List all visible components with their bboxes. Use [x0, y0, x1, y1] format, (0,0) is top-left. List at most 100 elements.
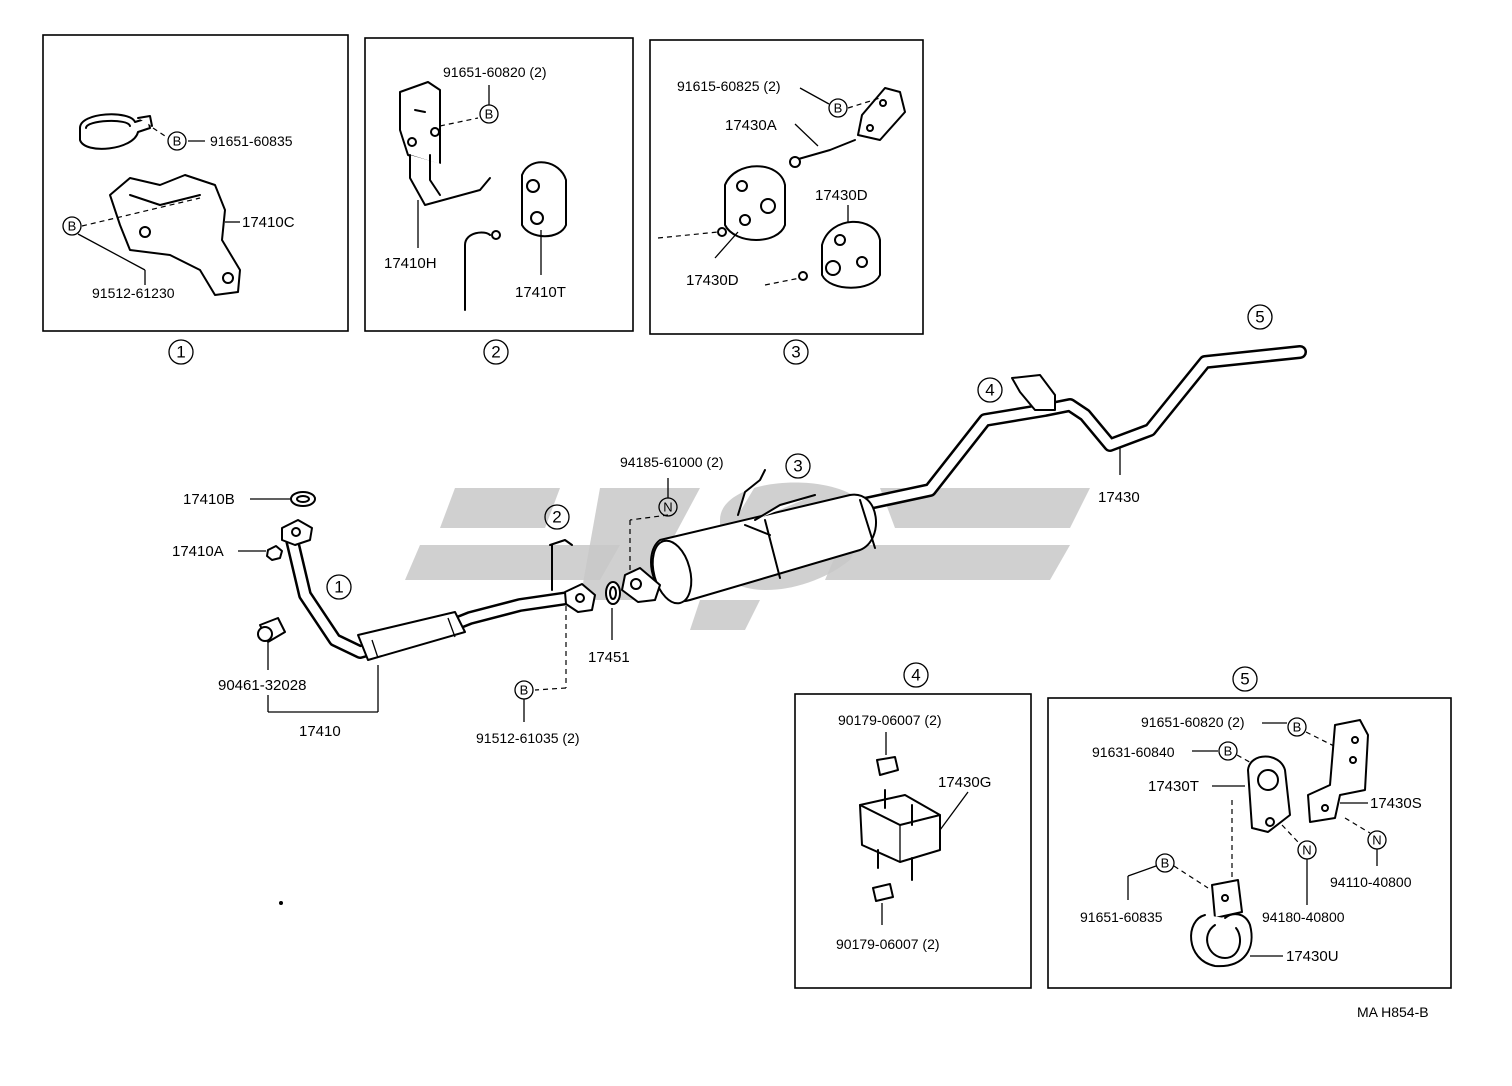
label-17410A: 17410A — [172, 543, 224, 560]
hanger-bracket-box2 — [399, 81, 491, 206]
label-17430U: 17430U — [1286, 948, 1339, 965]
label-91631-60840: 91631-60840 — [1092, 744, 1175, 760]
nut-marker-n-box5-left: N — [1297, 840, 1317, 860]
label-17430G: 17430G — [938, 774, 991, 791]
svg-text:B: B — [68, 219, 77, 234]
label-17430D-left: 17430D — [686, 272, 739, 289]
detail-box-3 — [649, 39, 924, 335]
svg-text:3: 3 — [791, 343, 800, 362]
svg-text:B: B — [1161, 856, 1170, 871]
gasket-17410B — [290, 491, 316, 507]
label-17430S: 17430S — [1370, 795, 1422, 812]
nut-90179-06007-top — [876, 756, 899, 776]
detail-marker-main-4: 4 — [977, 377, 1003, 403]
svg-text:N: N — [1372, 833, 1381, 848]
hanger-bracket-main-4 — [1011, 374, 1056, 411]
svg-text:2: 2 — [491, 343, 500, 362]
label-91651-60820-box5: 91651-60820 (2) — [1141, 714, 1245, 730]
label-17410H: 17410H — [384, 255, 437, 272]
hanger-17430A — [789, 87, 906, 168]
label-91512-61230: 91512-61230 — [92, 285, 175, 301]
rubber-ring-17430D-right — [821, 220, 881, 289]
clamp-part-box1 — [79, 113, 153, 150]
label-17430A: 17430A — [725, 117, 777, 134]
svg-text:1: 1 — [334, 578, 343, 597]
stray-dot — [279, 901, 283, 905]
svg-text:3: 3 — [793, 457, 802, 476]
detail-marker-main-2: 2 — [544, 504, 570, 530]
svg-text:B: B — [485, 107, 494, 122]
rubber-ring-17430D-left — [724, 165, 786, 241]
gasket-17451 — [605, 581, 621, 605]
mount-17430G — [859, 789, 941, 881]
tail-pipe-17430 — [853, 345, 1307, 512]
label-90179-06007-top: 90179-06007 (2) — [838, 712, 942, 728]
detail-box-1 — [42, 34, 349, 332]
svg-text:1: 1 — [176, 343, 185, 362]
svg-text:B: B — [1293, 720, 1302, 735]
detail-box-5 — [1047, 697, 1452, 989]
figure-code: MA H854-B — [1357, 1004, 1429, 1020]
label-94110-40800: 94110-40800 — [1330, 874, 1412, 890]
svg-text:5: 5 — [1240, 670, 1249, 689]
svg-text:B: B — [834, 101, 843, 116]
detail-marker-5: 5 — [1232, 666, 1258, 692]
svg-text:B: B — [1224, 744, 1233, 759]
bracket-17410C — [109, 174, 241, 296]
bolt-marker-b-box1-top: B — [167, 131, 187, 151]
rear-pipe-flange — [564, 583, 596, 613]
bolt-marker-b-box3: B — [828, 98, 848, 118]
svg-text:N: N — [1302, 843, 1311, 858]
svg-text:B: B — [173, 134, 182, 149]
label-91651-60835-box1: 91651-60835 — [210, 133, 293, 149]
bracket-main-2 — [549, 539, 573, 591]
bracket-17430S — [1307, 719, 1369, 823]
label-91651-60835-box5: 91651-60835 — [1080, 909, 1163, 925]
detail-marker-main-5: 5 — [1247, 304, 1273, 330]
label-17430T: 17430T — [1148, 778, 1199, 795]
label-17410C: 17410C — [242, 214, 295, 231]
detail-box-4 — [794, 693, 1032, 989]
label-94185-61000: 94185-61000 (2) — [620, 454, 724, 470]
svg-text:2: 2 — [552, 508, 561, 527]
detail-marker-main-1: 1 — [326, 574, 352, 600]
bolt-marker-b-box5-bottom: B — [1155, 853, 1175, 873]
label-17410B: 17410B — [183, 491, 235, 508]
detail-marker-2: 2 — [483, 339, 509, 365]
front-pipe-17410 — [285, 533, 582, 661]
muffler-hanger — [737, 469, 816, 536]
muffler — [650, 493, 877, 605]
detail-box-2 — [364, 37, 634, 332]
detail-marker-3: 3 — [783, 339, 809, 365]
label-91651-60820-box2: 91651-60820 (2) — [443, 64, 547, 80]
bolt-marker-b-main: B — [514, 680, 534, 700]
clamp-17430U — [1190, 879, 1253, 968]
muffler-inlet-flange — [621, 567, 661, 603]
rubber-mount-17410T — [521, 161, 567, 238]
label-17451: 17451 — [588, 649, 630, 666]
bolt-marker-b-box5-top: B — [1287, 717, 1307, 737]
bolt-marker-b-box1-left: B — [62, 216, 82, 236]
svg-text:5: 5 — [1255, 308, 1264, 327]
nut-marker-n-box5-right: N — [1367, 830, 1387, 850]
label-90461-32028: 90461-32028 — [218, 677, 306, 694]
bushing-90461-32028 — [257, 617, 286, 643]
label-17430: 17430 — [1098, 489, 1140, 506]
detail-marker-1: 1 — [168, 339, 194, 365]
label-17430D-right: 17430D — [815, 187, 868, 204]
svg-text:4: 4 — [985, 381, 994, 400]
label-17410T: 17410T — [515, 284, 566, 301]
label-94180-40800: 94180-40800 — [1262, 909, 1345, 925]
bolt-marker-b-box5-mid: B — [1218, 741, 1238, 761]
label-91615-60825: 91615-60825 (2) — [677, 78, 781, 94]
svg-text:N: N — [663, 500, 672, 515]
svg-text:4: 4 — [911, 666, 920, 685]
detail-marker-4: 4 — [903, 662, 929, 688]
label-17410: 17410 — [299, 723, 341, 740]
detail-marker-main-3: 3 — [785, 453, 811, 479]
label-91512-61035: 91512-61035 (2) — [476, 730, 580, 746]
label-90179-06007-bottom: 90179-06007 (2) — [836, 936, 940, 952]
nut-90179-06007-bottom — [872, 883, 894, 902]
bolt-marker-b-box2: B — [479, 104, 499, 124]
